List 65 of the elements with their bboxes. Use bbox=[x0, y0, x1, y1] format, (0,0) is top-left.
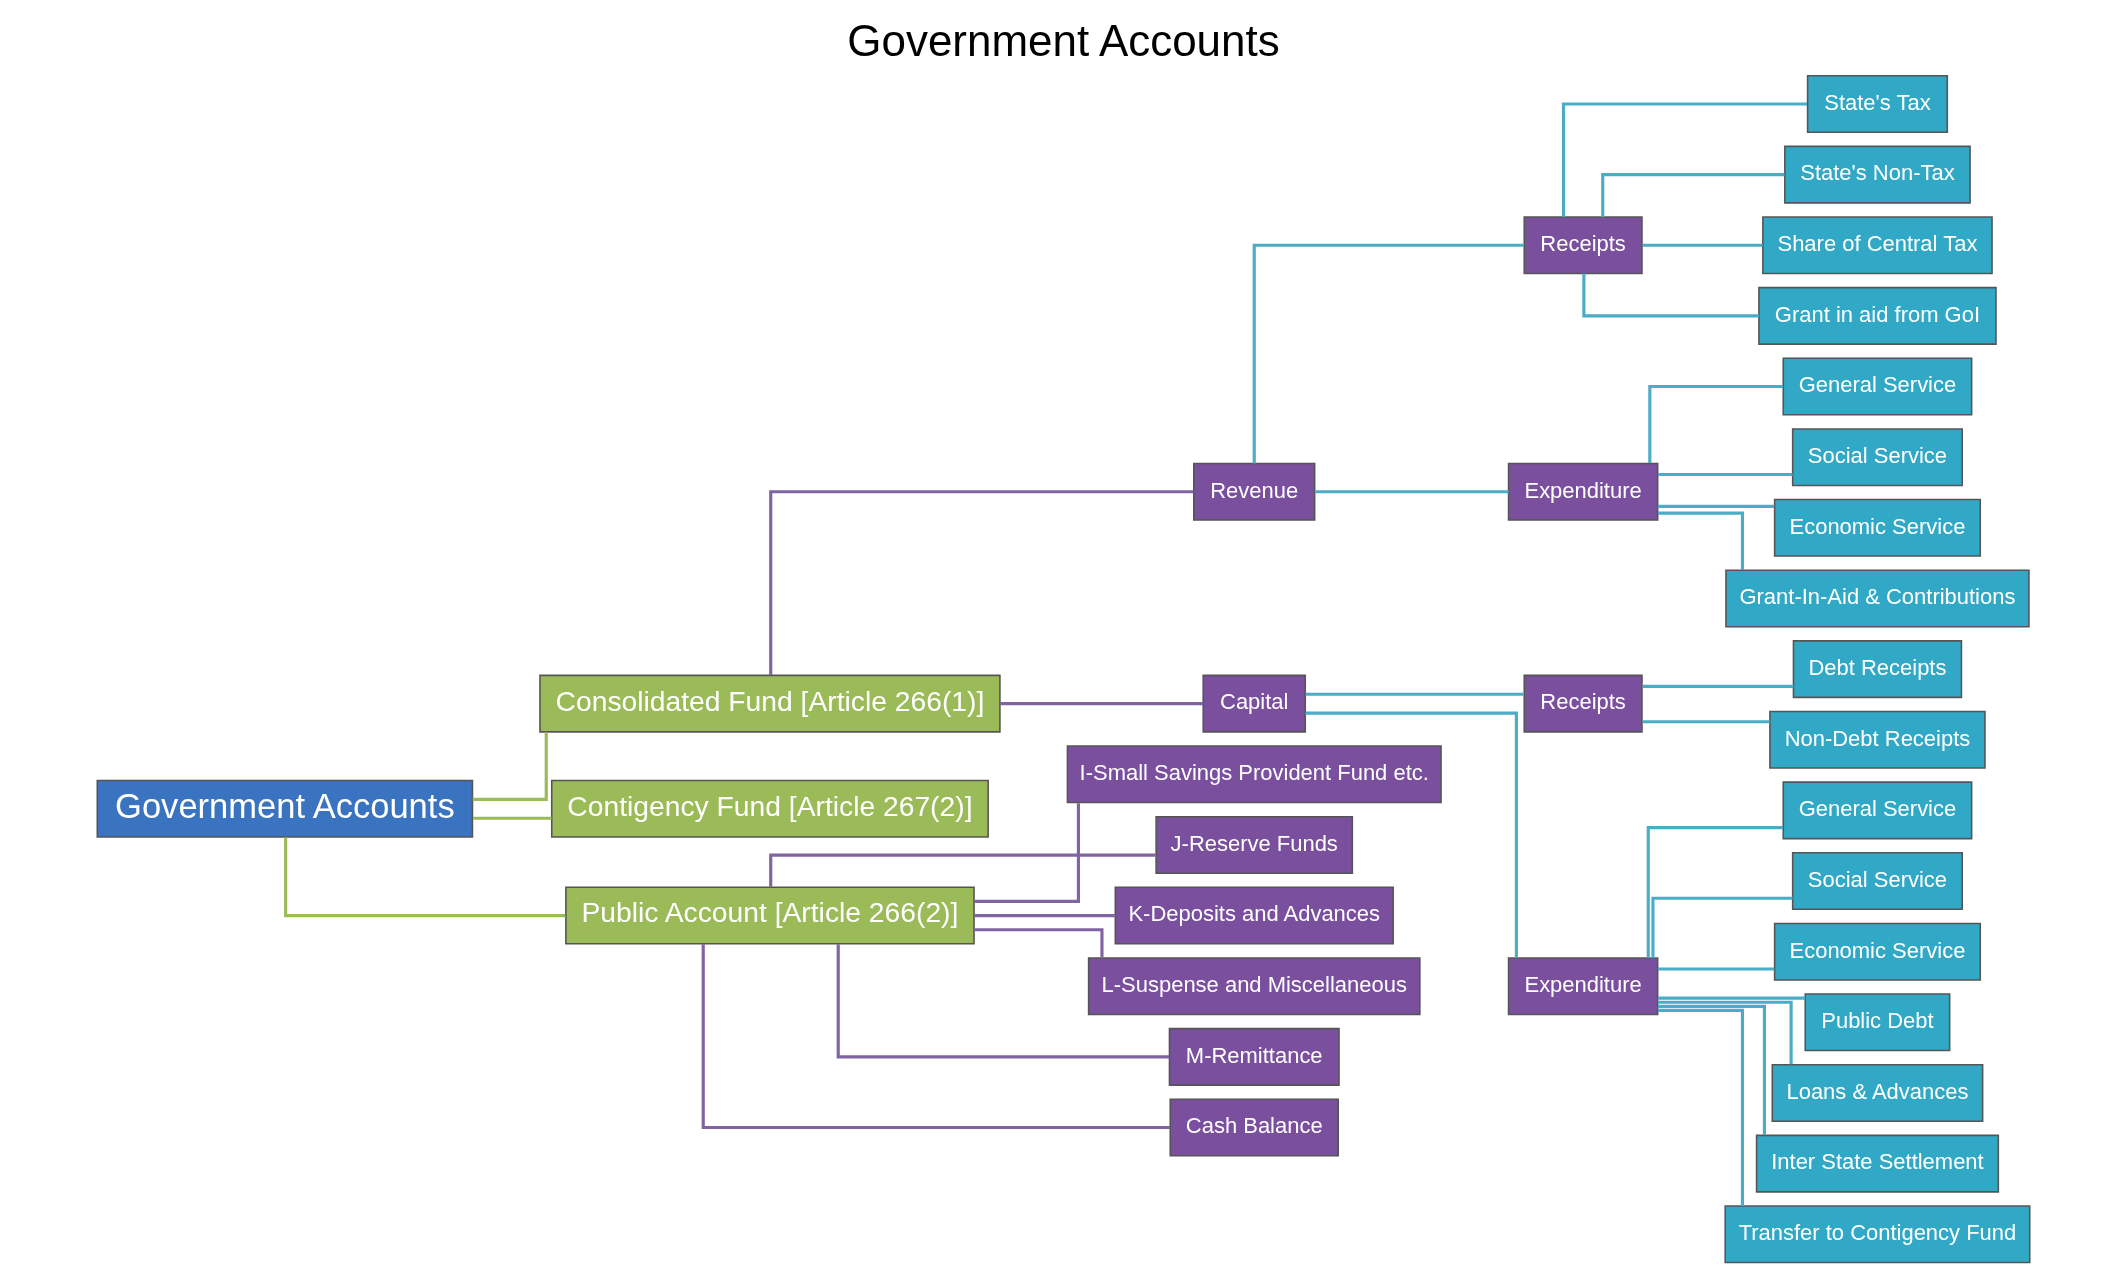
node-box: General Service bbox=[1781, 781, 1972, 840]
node-box: Loans & Advances bbox=[1771, 1063, 1983, 1122]
connector bbox=[1305, 692, 1524, 696]
connector bbox=[1642, 243, 1763, 247]
connector bbox=[472, 816, 552, 820]
connector bbox=[768, 490, 1193, 676]
connector bbox=[1657, 472, 1793, 476]
connector bbox=[1252, 243, 1524, 464]
connector bbox=[1657, 967, 1774, 971]
node-box: State's Non-Tax bbox=[1783, 145, 1971, 204]
node-box: L-Suspense and Miscellaneous bbox=[1087, 957, 1421, 1016]
connector bbox=[1657, 511, 1744, 571]
connector bbox=[1657, 996, 1805, 1000]
connector bbox=[1657, 1008, 1744, 1206]
node-box: Grant-In-Aid & Contributions bbox=[1724, 569, 2030, 628]
node-box: Economic Service bbox=[1773, 498, 1981, 557]
node-box: I-Small Savings Provident Fund etc. bbox=[1066, 745, 1442, 804]
node-box: Receipts bbox=[1522, 216, 1643, 275]
connector bbox=[1657, 1004, 1766, 1135]
node-box: M-Remittance bbox=[1168, 1027, 1340, 1086]
node-box: Non-Debt Receipts bbox=[1768, 710, 1986, 769]
connector bbox=[1561, 102, 1807, 217]
node-box: K-Deposits and Advances bbox=[1114, 886, 1394, 945]
node-box: J-Reserve Funds bbox=[1154, 815, 1353, 874]
connector bbox=[999, 702, 1203, 706]
connector bbox=[1314, 490, 1508, 494]
node-box: Debt Receipts bbox=[1792, 640, 1962, 699]
connector bbox=[1657, 504, 1774, 508]
connector bbox=[1646, 826, 1783, 958]
connector bbox=[1650, 896, 1793, 958]
connector bbox=[1581, 273, 1759, 318]
node-box: Government Accounts bbox=[96, 779, 473, 838]
node-box: State's Tax bbox=[1806, 74, 1948, 133]
diagram-title: Government Accounts bbox=[846, 15, 1280, 65]
node-box: Capital bbox=[1201, 674, 1306, 733]
node-box: Social Service bbox=[1791, 428, 1963, 487]
node-box: Grant in aid from GoI bbox=[1757, 286, 1997, 345]
node-box: Expenditure bbox=[1507, 957, 1658, 1016]
connector bbox=[1657, 1000, 1793, 1065]
node-box: Public Account [Article 266(2)] bbox=[564, 886, 975, 945]
connector bbox=[472, 732, 548, 801]
node-box: Inter State Settlement bbox=[1755, 1134, 1999, 1193]
node-box: Expenditure bbox=[1507, 462, 1658, 521]
connector bbox=[973, 928, 1104, 958]
node-box: Public Debt bbox=[1803, 993, 1950, 1052]
node-box: General Service bbox=[1781, 357, 1972, 416]
node-box: Share of Central Tax bbox=[1761, 216, 1993, 275]
node-box: Contigency Fund [Article 267(2)] bbox=[550, 779, 989, 838]
connector bbox=[283, 837, 565, 918]
connector bbox=[1304, 711, 1518, 958]
connector bbox=[1642, 720, 1770, 724]
connector bbox=[973, 803, 1080, 903]
node-box: Consolidated Fund [Article 266(1)] bbox=[538, 674, 1001, 733]
node-box: Revenue bbox=[1192, 462, 1315, 521]
connector bbox=[836, 944, 1169, 1059]
node-box: Cash Balance bbox=[1168, 1098, 1339, 1157]
connector bbox=[1642, 684, 1793, 688]
connector bbox=[974, 914, 1115, 918]
node-box: Transfer to Contigency Fund bbox=[1723, 1205, 2030, 1264]
connector bbox=[1600, 173, 1784, 217]
connector bbox=[1647, 384, 1783, 463]
connector bbox=[701, 944, 1170, 1130]
node-box: Social Service bbox=[1791, 852, 1963, 911]
node-box: Economic Service bbox=[1773, 922, 1981, 981]
node-box: Receipts bbox=[1522, 674, 1643, 733]
